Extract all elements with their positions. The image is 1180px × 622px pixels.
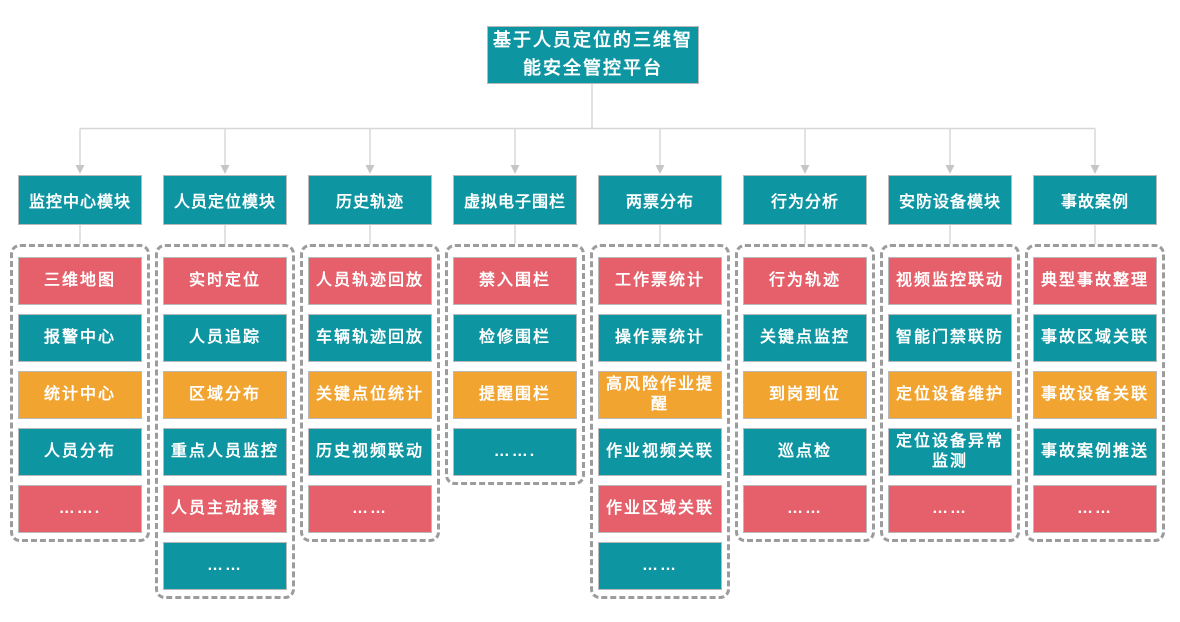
feature-node: 禁入围栏: [453, 257, 577, 305]
feature-node: 三维地图: [18, 257, 142, 305]
feature-node: ……: [888, 485, 1012, 533]
feature-node: 巡点检: [743, 428, 867, 476]
feature-node: 事故设备关联: [1033, 371, 1157, 419]
feature-node: 人员主动报警: [163, 485, 287, 533]
feature-node: 检修围栏: [453, 314, 577, 362]
feature-node: ……: [163, 542, 287, 590]
feature-node: 历史视频联动: [308, 428, 432, 476]
module-header-node: 行为分析: [743, 175, 867, 225]
feature-node: 工作票统计: [598, 257, 722, 305]
module-header-node: 虚拟电子围栏: [453, 175, 577, 225]
feature-node: ……: [743, 485, 867, 533]
feature-node: 作业视频关联: [598, 428, 722, 476]
feature-node: 定位设备异常监测: [888, 428, 1012, 476]
feature-node: 人员轨迹回放: [308, 257, 432, 305]
module-feature-group: 实时定位人员追踪区域分布重点人员监控人员主动报警 ……: [155, 244, 295, 599]
feature-node: 视频监控联动: [888, 257, 1012, 305]
module-feature-group: 人员轨迹回放车辆轨迹回放关键点位统计历史视频联动 ……: [300, 244, 440, 542]
module-header-node: 安防设备模块: [888, 175, 1012, 225]
feature-node: 作业区域关联: [598, 485, 722, 533]
module-feature-group: 视频监控联动智能门禁联防定位设备维护定位设备异常监测 ……: [880, 244, 1020, 542]
module-header-node: 事故案例: [1033, 175, 1157, 225]
feature-node: ……: [1033, 485, 1157, 533]
feature-node: 典型事故整理: [1033, 257, 1157, 305]
feature-node: 人员分布: [18, 428, 142, 476]
feature-node: ……: [598, 542, 722, 590]
feature-node: 事故区域关联: [1033, 314, 1157, 362]
feature-node: 行为轨迹: [743, 257, 867, 305]
feature-node: 事故案例推送: [1033, 428, 1157, 476]
feature-node: 车辆轨迹回放: [308, 314, 432, 362]
feature-node: 关键点位统计: [308, 371, 432, 419]
module-feature-group: 工作票统计操作票统计高风险作业提醒作业视频关联作业区域关联 ……: [590, 244, 730, 599]
feature-node: 报警中心: [18, 314, 142, 362]
module-feature-group: 典型事故整理事故区域关联事故设备关联事故案例推送 ……: [1025, 244, 1165, 542]
module-header-node: 历史轨迹: [308, 175, 432, 225]
feature-node: 实时定位: [163, 257, 287, 305]
feature-node: 高风险作业提醒: [598, 371, 722, 419]
module-feature-group: 三维地图报警中心统计中心人员分布 …….: [10, 244, 150, 542]
feature-node: 智能门禁联防: [888, 314, 1012, 362]
module-header-node: 两票分布: [598, 175, 722, 225]
module-header-node: 人员定位模块: [163, 175, 287, 225]
feature-node: 重点人员监控: [163, 428, 287, 476]
feature-node: …….: [453, 428, 577, 476]
root-node-label: 基于人员定位的三维智能安全管控平台: [493, 30, 693, 78]
feature-node: 提醒围栏: [453, 371, 577, 419]
feature-node: 关键点监控: [743, 314, 867, 362]
feature-node: 到岗到位: [743, 371, 867, 419]
feature-node: 统计中心: [18, 371, 142, 419]
module-header-node: 监控中心模块: [18, 175, 142, 225]
feature-node: …….: [18, 485, 142, 533]
feature-node: ……: [308, 485, 432, 533]
module-feature-group: 禁入围栏检修围栏提醒围栏 …….: [445, 244, 585, 485]
feature-node: 定位设备维护: [888, 371, 1012, 419]
root-node: 基于人员定位的三维智能安全管控平台: [487, 26, 699, 84]
feature-node: 操作票统计: [598, 314, 722, 362]
module-feature-group: 行为轨迹关键点监控到岗到位巡点检 ……: [735, 244, 875, 542]
feature-node: 区域分布: [163, 371, 287, 419]
feature-node: 人员追踪: [163, 314, 287, 362]
